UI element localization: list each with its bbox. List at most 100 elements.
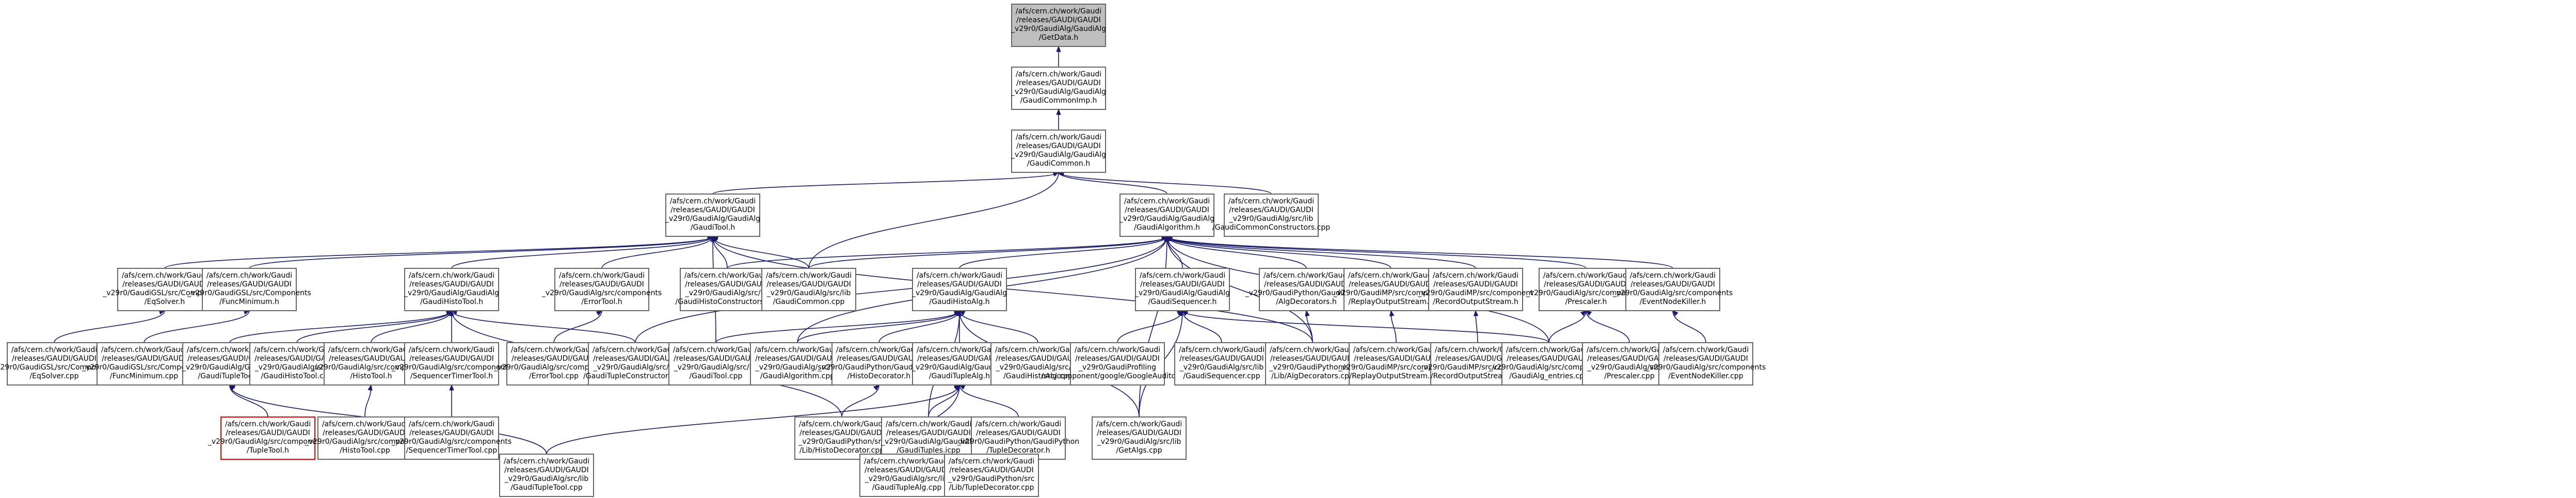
file-node-recordoutputstream-h[interactable]: /afs/cern.ch/work/Gaudi/releases/GAUDI/G… [1417, 268, 1533, 311]
graph-edges [54, 45, 1706, 461]
file-node-errortool-h[interactable]: /afs/cern.ch/work/Gaudi/releases/GAUDI/G… [541, 268, 662, 311]
file-node-gaudihistotool-h[interactable]: /afs/cern.ch/work/Gaudi/releases/GAUDI/G… [404, 268, 499, 311]
node-label-line: /GaudiTupleConstructors.cpp [583, 372, 687, 380]
file-node-algdecorators-h[interactable]: /afs/cern.ch/work/Gaudi/releases/GAUDI/G… [1245, 268, 1367, 311]
node-label-line: /releases/GAUDI/GAUDI [1179, 355, 1264, 363]
node-label-line: /afs/cern.ch/work/Gaudi [1353, 346, 1439, 354]
node-label-line: /releases/GAUDI/GAUDI [226, 429, 310, 437]
node-label-line: _v29r0/GaudiAlg/src/lib [1179, 363, 1264, 372]
node-label-line: /releases/GAUDI/GAUDI [996, 355, 1080, 363]
node-label-line: /GetAlgs.cpp [1116, 446, 1162, 455]
file-node-algdecorators-cpp[interactable]: /afs/cern.ch/work/Gaudi/releases/GAUDI/G… [1265, 342, 1360, 385]
file-node-eqsolver-cpp[interactable]: /afs/cern.ch/work/Gaudi/releases/GAUDI/G… [0, 342, 116, 385]
file-node-gaudialgorithm-h[interactable]: /afs/cern.ch/work/Gaudi/releases/GAUDI/G… [1119, 194, 1214, 237]
node-label-line: _v29r0/GaudiAlg/src/components [207, 438, 328, 446]
file-node-gaudituppletool-cpp[interactable]: /afs/cern.ch/work/Gaudi/releases/GAUDI/G… [499, 454, 594, 497]
node-label-line: /afs/cern.ch/work/Gaudi [975, 420, 1061, 428]
file-node-eventnodekiller-cpp[interactable]: /afs/cern.ch/work/Gaudi/releases/GAUDI/G… [1645, 342, 1766, 385]
node-label-line: /ErrorTool.cpp [529, 372, 579, 380]
node-label-line: /releases/GAUDI/GAUDI [1264, 280, 1349, 288]
node-label-line: /afs/cern.ch/work/Gaudi [593, 346, 678, 354]
file-node-gaudicommonimp[interactable]: /afs/cern.ch/work/Gaudi/releases/GAUDI/G… [1011, 67, 1106, 110]
node-label-line: _v29r0/GaudiPython/GaudiPython [1245, 289, 1367, 297]
node-label-line: /releases/GAUDI/GAUDI [1354, 355, 1438, 363]
file-node-gaudituples-icpp[interactable]: /afs/cern.ch/work/Gaudi/releases/GAUDI/G… [881, 416, 976, 460]
node-label-line: /GaudiAlgorithm.cpp [760, 372, 835, 380]
node-label-line: /Prescaler.cpp [1604, 372, 1655, 380]
include-edge [1166, 235, 1307, 269]
node-label-line: /releases/GAUDI/GAUDI [1544, 280, 1628, 288]
file-node-gaudialg-entries[interactable]: /afs/cern.ch/work/Gaudi/releases/GAUDI/G… [1489, 342, 1609, 385]
file-node-eqsolver-h[interactable]: /afs/cern.ch/work/Gaudi/releases/GAUDI/G… [102, 268, 227, 311]
node-label-line: _v29r0/GaudiAlg/src/components [391, 363, 511, 372]
file-node-sequencertimertool-cpp[interactable]: /afs/cern.ch/work/Gaudi/releases/GAUDI/G… [391, 416, 511, 460]
node-label-line: /releases/GAUDI/GAUDI [766, 280, 851, 288]
node-label-line: /releases/GAUDI/GAUDI [1125, 206, 1209, 214]
node-label-line: /afs/cern.ch/work/Gaudi [1096, 420, 1182, 428]
node-label-line: /afs/cern.ch/work/Gaudi [1016, 133, 1101, 141]
file-node-gauditool-cpp[interactable]: /afs/cern.ch/work/Gaudi/releases/GAUDI/G… [668, 342, 763, 385]
node-label-line: /GaudiTupleAlg.h [929, 372, 990, 380]
node-label-line: /releases/GAUDI/GAUDI [511, 355, 596, 363]
include-edge [841, 384, 880, 417]
node-label-line: /afs/cern.ch/work/Gaudi [206, 271, 292, 280]
file-node-histodecorator-h[interactable]: /afs/cern.ch/work/Gaudi/releases/GAUDI/G… [818, 342, 940, 385]
file-node-gaudihistoconstructors[interactable]: /afs/cern.ch/work/Gaudi/releases/GAUDI/G… [676, 268, 779, 311]
file-node-gaudicommon-h[interactable]: /afs/cern.ch/work/Gaudi/releases/GAUDI/G… [1011, 130, 1106, 173]
file-node-gaudialgorithm-cpp[interactable]: /afs/cern.ch/work/Gaudi/releases/GAUDI/G… [750, 342, 845, 385]
node-label-line: /releases/GAUDI/GAUDI [949, 466, 1034, 474]
node-label-line: _v29r0/GaudiAlg/GaudiAlg [1011, 88, 1106, 96]
file-node-funcminimum-h[interactable]: /afs/cern.ch/work/Gaudi/releases/GAUDI/G… [187, 268, 311, 311]
node-label-line: /releases/GAUDI/GAUDI [799, 429, 884, 437]
node-label-line: /releases/GAUDI/GAUDI [122, 280, 207, 288]
file-node-sequencertimertool-h[interactable]: /afs/cern.ch/work/Gaudi/releases/GAUDI/G… [391, 342, 511, 385]
file-node-gauditupplealg-cpp[interactable]: /afs/cern.ch/work/Gaudi/releases/GAUDI/G… [859, 454, 954, 497]
node-label-line: /releases/GAUDI/GAUDI [323, 429, 407, 437]
include-edge [808, 234, 1168, 269]
node-label-line: /afs/cern.ch/work/Gaudi [1506, 346, 1592, 354]
file-node-funcminimum-cpp[interactable]: /afs/cern.ch/work/Gaudi/releases/GAUDI/G… [82, 342, 206, 385]
node-label-line: /Lib/AlgDecorators.cpp [1271, 372, 1353, 380]
file-node-errortool-cpp[interactable]: /afs/cern.ch/work/Gaudi/releases/GAUDI/G… [493, 342, 614, 385]
file-node-histodecorator-cpp[interactable]: /afs/cern.ch/work/Gaudi/releases/GAUDI/G… [794, 416, 889, 460]
file-node-gaudihistoalg-cpp[interactable]: /afs/cern.ch/work/Gaudi/releases/GAUDI/G… [990, 342, 1085, 385]
node-label-line: _v29r0/GaudiAlg/src/lib [685, 289, 770, 297]
file-node-tupletool-h[interactable]: /afs/cern.ch/work/Gaudi/releases/GAUDI/G… [207, 416, 328, 460]
node-label-line: /afs/cern.ch/work/Gaudi [254, 346, 340, 354]
node-label-line: /GaudiTool.h [691, 223, 735, 232]
node-label-line: /GaudiTupleAlg.cpp [872, 484, 942, 492]
node-label-line: /afs/cern.ch/work/Gaudi [1663, 346, 1749, 354]
file-node-replayoutputstream-h[interactable]: /afs/cern.ch/work/Gaudi/releases/GAUDI/G… [1333, 268, 1449, 311]
file-node-gaudicommonconstructors[interactable]: /afs/cern.ch/work/Gaudi/releases/GAUDI/G… [1212, 194, 1330, 237]
file-node-googleauditor[interactable]: /afs/cern.ch/work/Gaudi/releases/GAUDI/G… [1042, 342, 1194, 385]
file-node-gaudisequencer-cpp[interactable]: /afs/cern.ch/work/Gaudi/releases/GAUDI/G… [1174, 342, 1269, 385]
file-node-prescaler-h[interactable]: /afs/cern.ch/work/Gaudi/releases/GAUDI/G… [1526, 268, 1646, 311]
node-label-line: /GaudiCommon.h [1027, 159, 1090, 168]
node-label-line: /afs/cern.ch/work/Gaudi [101, 346, 187, 354]
file-node-getalgs-cpp[interactable]: /afs/cern.ch/work/Gaudi/releases/GAUDI/G… [1092, 416, 1187, 460]
file-node-gaudisequencer-h[interactable]: /afs/cern.ch/work/Gaudi/releases/GAUDI/G… [1134, 268, 1230, 311]
node-label-line: _v29r0/GaudiAlg/src/components [391, 438, 511, 446]
node-label-line: _v29r0/GaudiAlg/GaudiAlg [1011, 25, 1106, 33]
node-label-line: /releases/GAUDI/GAUDI [1587, 355, 1672, 363]
file-node-eventnodekiller-h[interactable]: /afs/cern.ch/work/Gaudi/releases/GAUDI/G… [1612, 268, 1733, 311]
file-node-histotool-cpp[interactable]: /afs/cern.ch/work/Gaudi/releases/GAUDI/G… [305, 416, 425, 460]
include-edge [959, 234, 1168, 269]
file-node-replayoutputstream-cpp[interactable]: /afs/cern.ch/work/Gaudi/releases/GAUDI/G… [1338, 342, 1454, 385]
node-label-line: /SequencerTimerTool.cpp [406, 446, 498, 455]
file-node-histotool-h[interactable]: /afs/cern.ch/work/Gaudi/releases/GAUDI/G… [311, 342, 431, 385]
file-node-tupledecorator-cpp[interactable]: /afs/cern.ch/work/Gaudi/releases/GAUDI/G… [944, 454, 1039, 497]
file-node-gaudihistoalg-h[interactable]: /afs/cern.ch/work/Gaudi/releases/GAUDI/G… [911, 268, 1007, 311]
node-label-line: /EqSolver.h [145, 298, 185, 306]
node-label-line: _v29r0/GaudiAlg/src/lib [674, 363, 758, 372]
file-node-gauditool-h[interactable]: /afs/cern.ch/work/Gaudi/releases/GAUDI/G… [665, 194, 760, 237]
file-node-gaudicommon-cpp[interactable]: /afs/cern.ch/work/Gaudi/releases/GAUDI/G… [761, 268, 856, 311]
include-edge [1305, 310, 1313, 343]
file-node-gaudituppleconstructors[interactable]: /afs/cern.ch/work/Gaudi/releases/GAUDI/G… [583, 342, 687, 385]
file-node-tupledecorator-h[interactable]: /afs/cern.ch/work/Gaudi/releases/GAUDI/G… [957, 416, 1079, 460]
node-label-line: /releases/GAUDI/GAUDI [329, 355, 413, 363]
file-node-getdata: /afs/cern.ch/work/Gaudi/releases/GAUDI/G… [1011, 4, 1106, 47]
node-label-line: _v29r0/GaudiProfiling [1078, 363, 1156, 372]
node-label-line: /afs/cern.ch/work/Gaudi [766, 271, 852, 280]
node-label-line: /releases/GAUDI/GAUDI [1075, 355, 1160, 363]
